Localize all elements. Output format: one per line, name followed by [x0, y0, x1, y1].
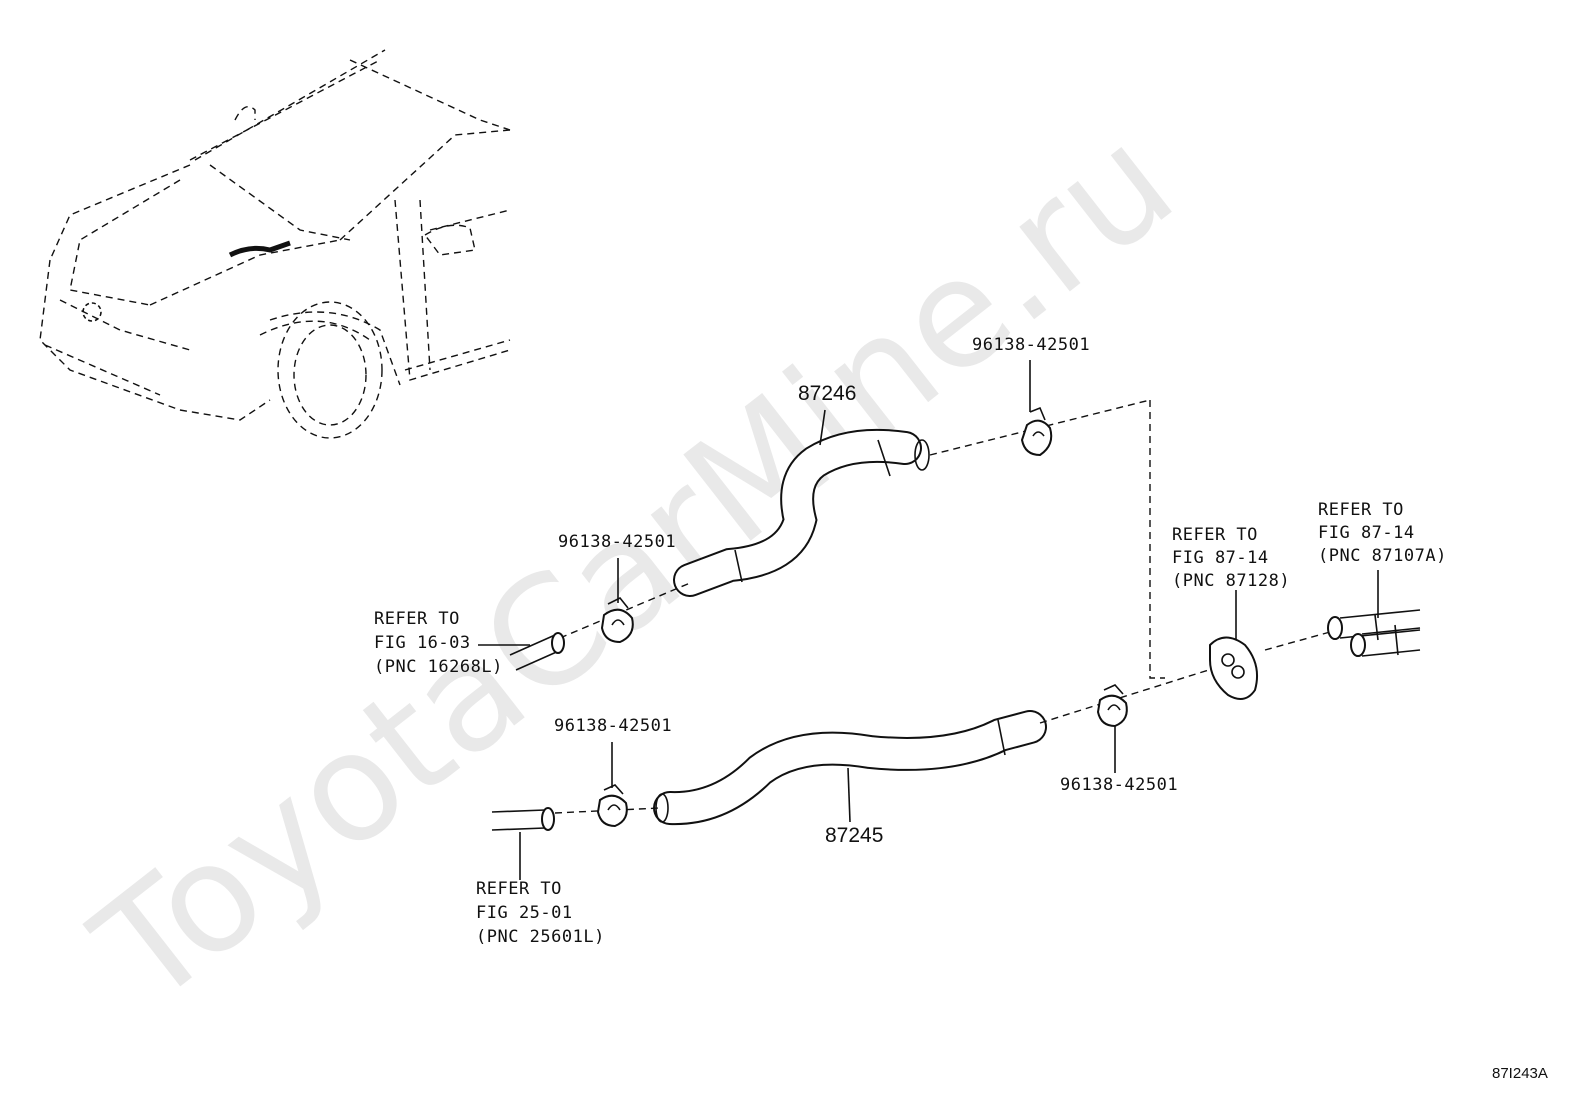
ref-fig-16-03-line-3: (PNC 16268L) — [374, 657, 503, 677]
car-illustration — [39, 49, 511, 439]
part-number-87245: 87245 — [825, 824, 883, 847]
ref-fig-87-14-a-line-2: FIG 87-14 — [1172, 548, 1269, 568]
clamp-label-lower-left: 96138-42501 — [554, 716, 672, 736]
watermark: ToyotaCarMine.ru — [64, 94, 1205, 1038]
ref-fig-87-14-a-line-3: (PNC 87128) — [1172, 571, 1290, 591]
pipe-fig-25-01 — [491, 807, 555, 831]
part-number-87246: 87246 — [798, 382, 856, 405]
clamp-upper-left — [600, 596, 634, 644]
ref-fig-16-03-line-2: FIG 16-03 — [374, 633, 471, 653]
ref-fig-25-01-line-3: (PNC 25601L) — [476, 927, 605, 947]
ref-fig-87-14-b-line-2: FIG 87-14 — [1318, 523, 1415, 543]
lower-hose-dashed-line-right — [1039, 667, 1216, 724]
heater-pipes-87107a — [1327, 609, 1421, 657]
ref-fig-25-01-line-2: FIG 25-01 — [476, 903, 573, 923]
hose-87245 — [653, 710, 1047, 826]
ref-fig-87-14-b-line-1: REFER TO — [1318, 500, 1404, 520]
clamp-label-lower-right: 96138-42501 — [1060, 775, 1178, 795]
grommet-87128 — [1209, 636, 1258, 700]
hose-87246 — [673, 428, 930, 597]
ref-fig-25-01-line-1: REFER TO — [476, 879, 562, 899]
ref-fig-87-14-a-line-1: REFER TO — [1172, 525, 1258, 545]
grommet-to-pipes-dashed-line — [1264, 631, 1331, 651]
clamp-lower-left — [596, 784, 628, 828]
clamp-lower-right — [1096, 684, 1128, 728]
ref-fig-87-14-b-line-3: (PNC 87107A) — [1318, 546, 1447, 566]
ref-fig-16-03-line-1: REFER TO — [374, 609, 460, 629]
clamp-label-upper-right: 96138-42501 — [972, 335, 1090, 355]
vertical-dashed-line — [1149, 400, 1165, 679]
clamp-label-upper-left: 96138-42501 — [558, 532, 676, 552]
diagram-code: 87I243A — [1492, 1065, 1548, 1082]
pipe-fig-16-03 — [509, 632, 565, 671]
clamp-upper-right — [1020, 406, 1053, 457]
